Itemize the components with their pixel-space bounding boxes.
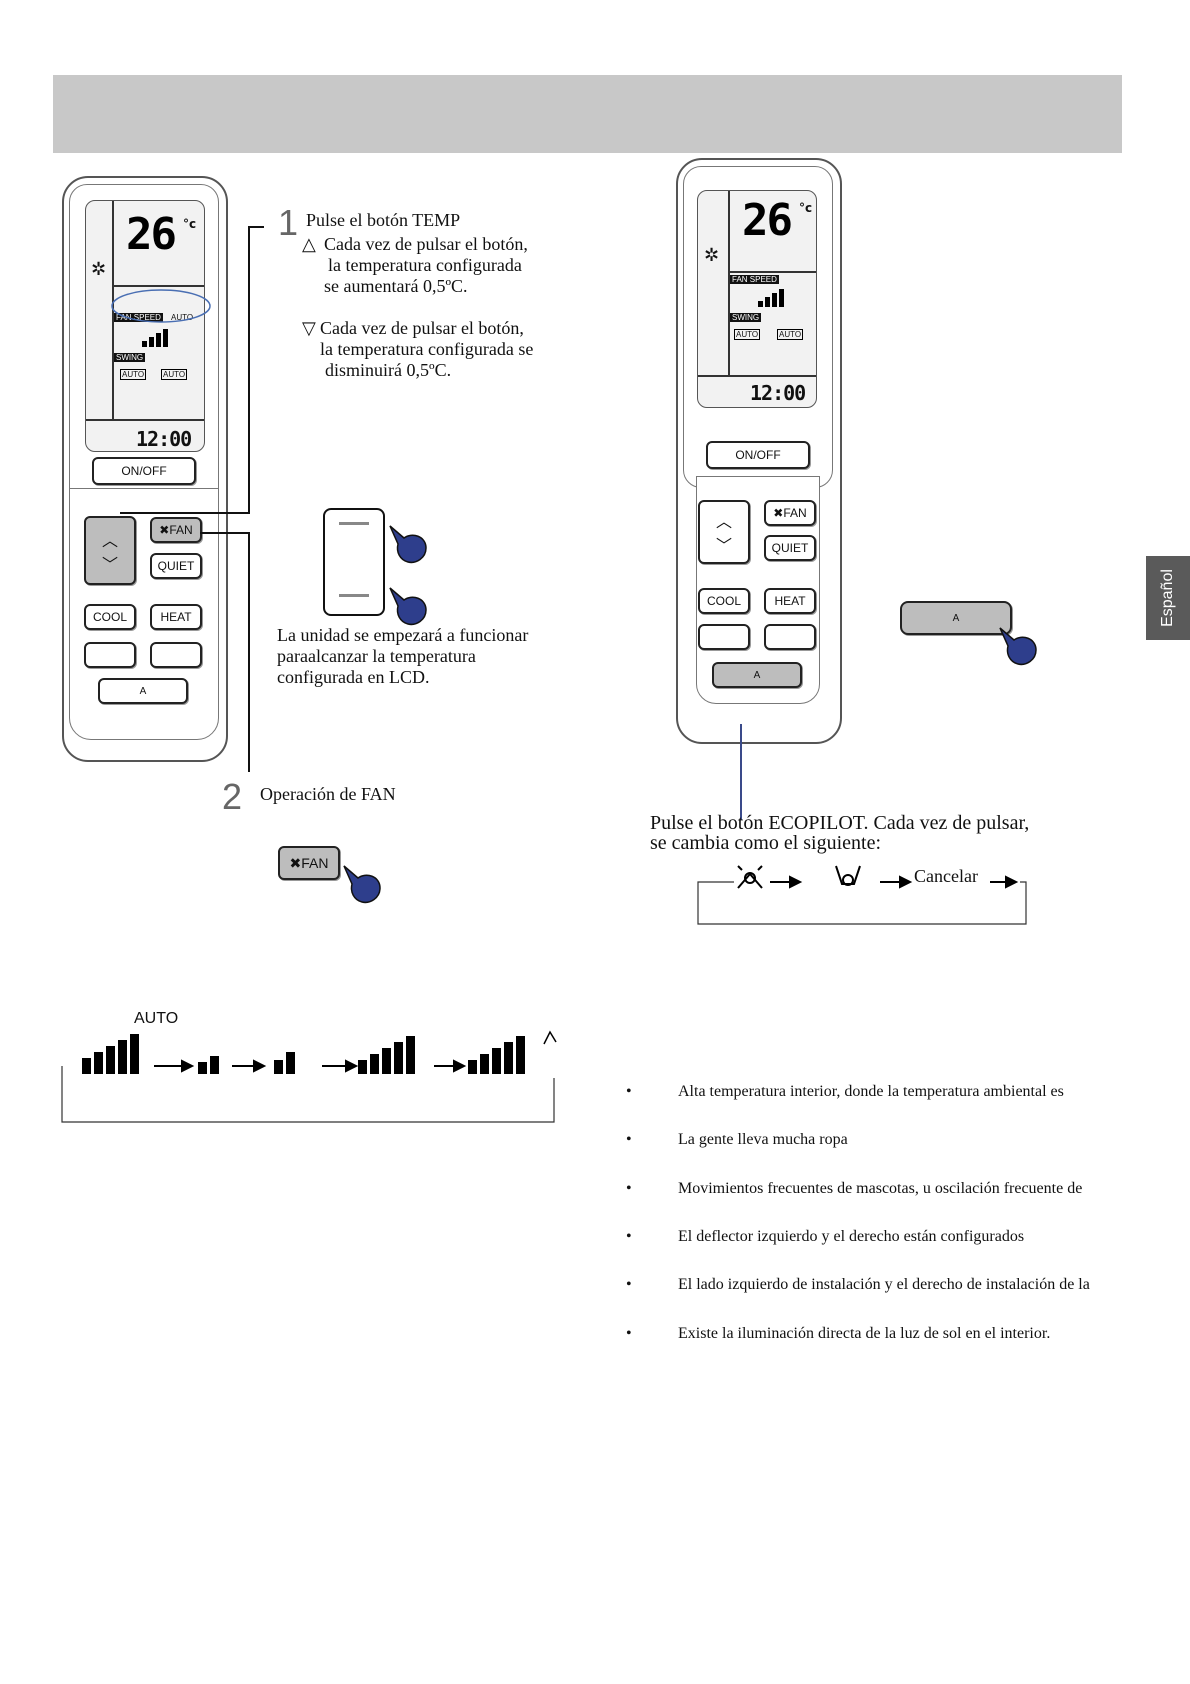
fan-speed-cycle-diagram	[61, 1030, 557, 1123]
remote-right: ✲ 26 °c FAN SPEED SWING AUTO AUTO 12:00 …	[676, 158, 842, 744]
lcd-temperature: 26	[742, 195, 793, 246]
heat-button[interactable]: HEAT	[150, 604, 202, 630]
language-tab-label: Español	[1159, 569, 1176, 627]
blank-button-2[interactable]	[764, 624, 816, 650]
lcd-fan-speed-tag: FAN SPEED	[730, 275, 779, 284]
ecopilot-cycle-diagram	[697, 865, 1027, 925]
lcd-swing-auto-2: AUTO	[777, 329, 804, 340]
cool-button[interactable]: COOL	[698, 588, 750, 614]
quiet-button[interactable]: QUIET	[764, 535, 816, 561]
step-1-down-text-1: Cada vez de pulsar el botón,	[320, 318, 524, 338]
step-1-result-2: paraalcanzar la temperatura	[277, 646, 476, 666]
callout-line	[248, 532, 250, 772]
step-1-up-text-2: la temperatura configurada	[328, 255, 522, 275]
cool-button[interactable]: COOL	[84, 604, 136, 630]
blank-button-1[interactable]	[84, 642, 136, 668]
ecopilot-cancel-label: Cancelar	[914, 866, 978, 886]
ecopilot-text-2: se cambia como el siguiente:	[650, 832, 882, 854]
cool-mode-icon: ✲	[704, 245, 720, 266]
cool-mode-icon: ✲	[91, 259, 107, 280]
lcd-swing-tag: SWING	[730, 313, 762, 322]
chevron-up-icon: ︿	[715, 514, 732, 531]
lcd-clock: 12:00	[750, 381, 806, 405]
callout-line	[120, 512, 250, 514]
onoff-button[interactable]: ON/OFF	[92, 457, 196, 485]
hand-pointer-icon	[999, 627, 1037, 666]
ecopilot-text-1: Pulse el botón ECOPILOT. Cada vez de pul…	[650, 812, 1030, 834]
lcd-display: ✲ 26 °c FAN SPEED AUTO SWING AUTO AUTO 1…	[85, 200, 205, 452]
fan-button[interactable]: ✖FAN	[150, 517, 202, 543]
lcd-swing-auto-1: AUTO	[120, 369, 147, 380]
lcd-temperature: 26	[126, 209, 177, 260]
ecopilot-button[interactable]: A	[712, 662, 802, 688]
hand-pointer-icon	[389, 587, 427, 626]
step-1-result-1: La unidad se empezará a funcionar	[277, 625, 529, 645]
callout-line	[248, 226, 264, 228]
lcd-swing-auto-2: AUTO	[161, 369, 188, 380]
step-1-up-text-1: Cada vez de pulsar el botón,	[324, 234, 528, 254]
fan-icon: ✖	[289, 854, 302, 871]
fan-button-illustration: ✖FAN	[278, 846, 340, 880]
fan-icon: ✖	[773, 506, 784, 520]
callout-line	[200, 532, 250, 534]
header-bar	[53, 75, 1122, 153]
callout-line	[248, 226, 250, 512]
ecopilot-button-illustration: A	[900, 601, 1012, 635]
step-2-number: 2	[222, 776, 243, 817]
lcd-unit: °c	[799, 201, 813, 215]
lcd-clock: 12:00	[136, 427, 192, 451]
step-1-up-text-3: se aumentará 0,5ºC.	[324, 276, 468, 296]
language-tab[interactable]: Español	[1146, 556, 1190, 640]
temp-up-down-button[interactable]: ︿ ﹀	[698, 500, 750, 564]
onoff-button[interactable]: ON/OFF	[706, 441, 810, 469]
callout-line	[740, 724, 742, 820]
lcd-swing-auto-1: AUTO	[734, 329, 761, 340]
up-triangle-icon: △	[302, 234, 316, 254]
quiet-button[interactable]: QUIET	[150, 553, 202, 579]
step-1-title: Pulse el botón TEMP	[306, 210, 461, 230]
fan-cycle-auto-label: AUTO	[134, 1010, 179, 1027]
step-1-down-text-2: la temperatura configurada se	[320, 339, 534, 359]
hand-pointer-icon	[389, 525, 427, 564]
fan-button[interactable]: ✖FAN	[764, 500, 816, 526]
remote-left: ✲ 26 °c FAN SPEED AUTO SWING AUTO AUTO 1…	[62, 176, 228, 762]
hand-pointer-icon	[343, 865, 381, 904]
chevron-down-icon: ﹀	[715, 538, 732, 555]
lcd-display: ✲ 26 °c FAN SPEED SWING AUTO AUTO 12:00	[697, 190, 817, 408]
temp-up-down-button[interactable]: ︿ ﹀	[84, 516, 136, 585]
lcd-swing-tag: SWING	[114, 353, 146, 362]
lcd-fan-speed-tag: FAN SPEED	[114, 313, 163, 322]
temp-button-illustration	[323, 508, 385, 616]
step-1-number: 1	[278, 202, 299, 243]
ecopilot-button[interactable]: A	[98, 678, 188, 704]
down-triangle-icon: ▽	[302, 318, 316, 338]
chevron-up-icon: ︿	[101, 532, 118, 550]
fan-icon: ✖	[159, 523, 170, 537]
heat-button[interactable]: HEAT	[764, 588, 816, 614]
blank-button-2[interactable]	[150, 642, 202, 668]
lcd-auto-tag: AUTO	[171, 313, 194, 322]
lcd-unit: °c	[183, 217, 197, 231]
step-1-down-text-3: disminuirá 0,5ºC.	[325, 360, 452, 380]
blank-button-1[interactable]	[698, 624, 750, 650]
step-2-title: Operación de FAN	[260, 784, 396, 804]
fan-speed-highlight-ellipse	[111, 289, 211, 323]
chevron-down-icon: ﹀	[101, 556, 118, 574]
step-1-result-3: configurada en LCD.	[277, 667, 430, 687]
